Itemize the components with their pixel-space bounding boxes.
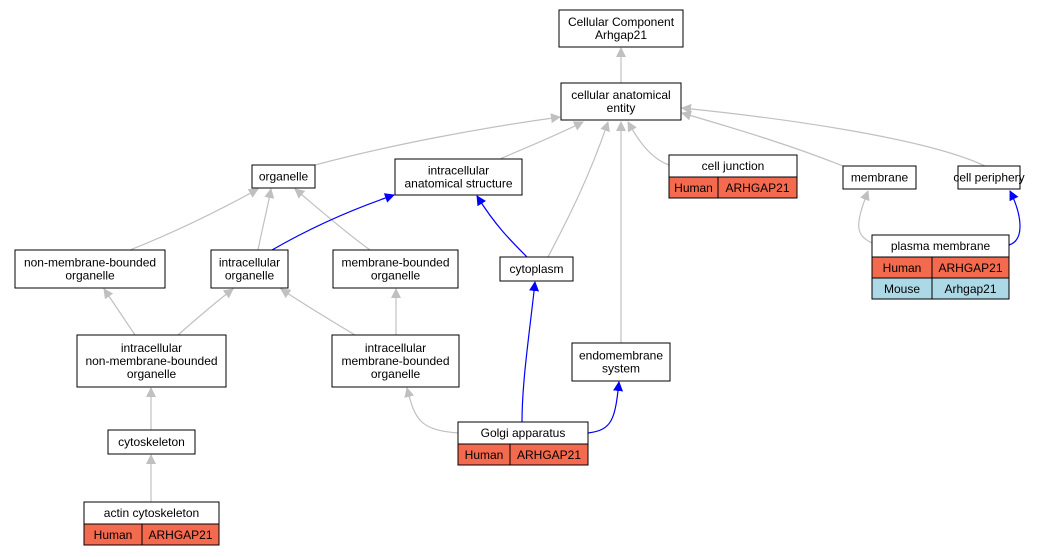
node-label-line: organelle (65, 269, 115, 283)
edge-io-to-ias (271, 193, 395, 251)
node-organelle: organelle (251, 164, 316, 189)
edge-layer (103, 47, 1021, 502)
edge-cell_periphery-to-cae (681, 103, 986, 167)
species-label: Mouse (884, 282, 920, 296)
edge-plasma_membrane-to-membrane (858, 190, 873, 244)
node-label-line: Cellular Component (568, 15, 675, 29)
edge-golgi-to-endomembrane (587, 381, 624, 434)
node-label-line: anatomical structure (404, 177, 512, 191)
edge-cytoplasm-to-cae (547, 121, 610, 258)
node-cytoskeleton: cytoskeleton (107, 429, 196, 455)
gene-label: ARHGAP21 (938, 261, 1002, 275)
node-label-line: actin cytoskeleton (104, 506, 199, 520)
gene-cell (717, 176, 798, 199)
node-box (76, 334, 227, 388)
node-box (560, 82, 682, 121)
gene-label: ARHGAP21 (725, 181, 789, 195)
gene-cell (509, 443, 589, 466)
node-label-line: Golgi apparatus (481, 426, 566, 440)
gene-label: ARHGAP21 (148, 528, 212, 542)
edge-plasma_membrane-to-cell_periphery (1008, 190, 1021, 246)
edge-cytoplasm-to-ias (476, 195, 528, 258)
edge-inmbo-to-nmbo (103, 288, 136, 336)
edge-ias-to-cae (499, 121, 584, 160)
edge-imbo-to-io (280, 288, 356, 336)
node-box (394, 158, 523, 196)
edge-inmbo-to-io (177, 288, 234, 336)
node-label-line: organelle (259, 170, 309, 184)
node-box (210, 249, 289, 289)
node-box (332, 249, 459, 289)
node-box (107, 429, 196, 455)
edge-nmbo-to-organelle (129, 188, 259, 251)
node-label-line: membrane-bounded (341, 354, 449, 368)
node-label-line: cytoplasm (509, 262, 563, 276)
node-box (14, 249, 166, 289)
edge-mbo-to-organelle (294, 188, 371, 251)
node-label-line: organelle (225, 269, 275, 283)
node-label-line: cytoskeleton (118, 435, 185, 449)
gene-label: ARHGAP21 (517, 448, 581, 462)
node-label-line: organelle (371, 367, 421, 381)
node-box (331, 334, 460, 388)
node-box (957, 165, 1021, 190)
edge-golgi-to-cytoplasm (521, 281, 540, 423)
node-box (251, 164, 316, 189)
node-membrane: membrane (842, 165, 917, 190)
edge-cell_junction-to-cae (627, 121, 670, 166)
species-label: Human (94, 528, 133, 542)
gene-cell (141, 523, 220, 546)
node-label-line: plasma membrane (891, 239, 991, 253)
node-label-line: cell junction (702, 159, 765, 173)
node-label-line: system (602, 362, 640, 376)
gene-cell (931, 277, 1010, 300)
node-label-line: non-membrane-bounded (24, 256, 156, 270)
node-label-line: membrane (851, 171, 909, 185)
node-label-line: intracellular (365, 341, 426, 355)
node-label-line: entity (607, 101, 636, 115)
node-cell-periphery: cell periphery (953, 165, 1025, 190)
node-cytoplasm: cytoplasm (499, 256, 574, 282)
node-label-line: membrane-bounded (341, 256, 449, 270)
node-label-line: organelle (127, 367, 177, 381)
node-box (571, 342, 671, 382)
node-label-line: endomembrane (579, 349, 663, 363)
node-label-line: organelle (371, 269, 421, 283)
node-inmbo: intracellularnon-membrane-boundedorganel… (76, 334, 227, 388)
node-box (558, 9, 684, 48)
node-label-line: cell periphery (953, 171, 1024, 185)
edge-membrane-to-cae (681, 110, 844, 167)
species-label: Human (465, 448, 504, 462)
node-box (842, 165, 917, 190)
edge-golgi-to-imbo (404, 387, 459, 434)
gene-label: Arhgap21 (944, 282, 996, 296)
species-label: Human (674, 181, 713, 195)
node-box (499, 256, 574, 282)
node-label-line: intracellular (219, 256, 280, 270)
species-label: Human (883, 261, 922, 275)
node-label-line: intracellular (121, 341, 182, 355)
node-label-line: non-membrane-bounded (85, 354, 217, 368)
node-label-line: cellular anatomical (571, 88, 670, 102)
node-label-line: intracellular (428, 164, 489, 178)
edge-io-to-organelle (257, 188, 275, 251)
edge-organelle-to-cae (314, 113, 561, 166)
node-label-line: Arhgap21 (595, 28, 647, 42)
